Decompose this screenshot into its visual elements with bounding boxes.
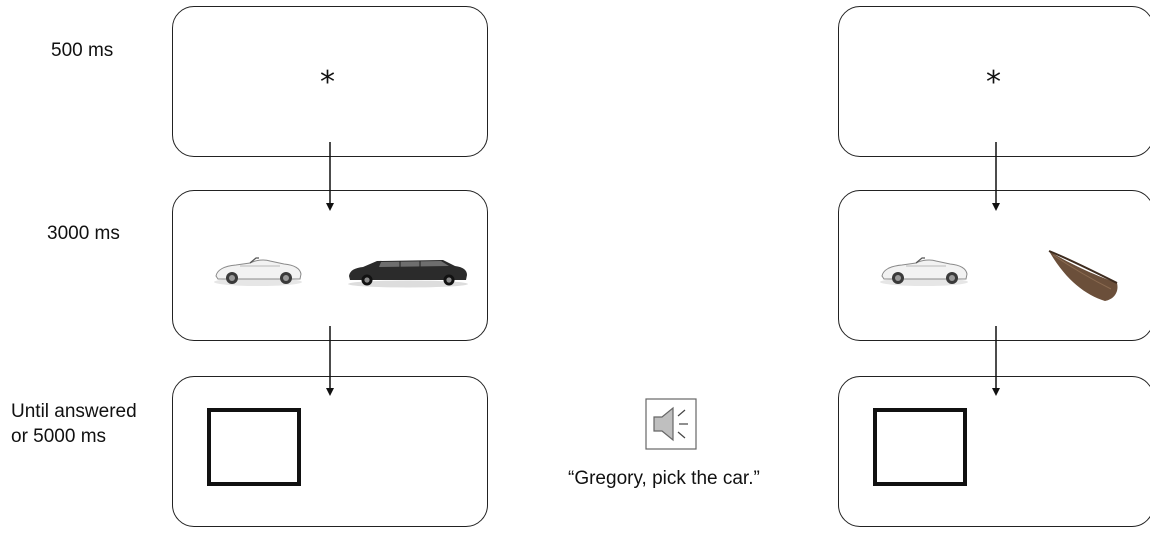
canoe-image bbox=[1048, 250, 1118, 301]
fixation-screen-right bbox=[838, 6, 1150, 157]
audio-prompt-text: “Gregory, pick the car.” bbox=[568, 468, 760, 489]
preview-screen-right bbox=[838, 190, 1150, 341]
fixation-cross-left: * bbox=[320, 65, 335, 100]
limousine-image bbox=[348, 260, 468, 288]
fixation-screen-left bbox=[172, 6, 488, 157]
timing-label-response: Until answered or 5000 ms bbox=[11, 401, 137, 447]
convertible-car-image bbox=[214, 257, 302, 286]
response-box-left bbox=[207, 408, 301, 486]
speaker-icon bbox=[645, 398, 697, 450]
response-box-right bbox=[873, 408, 967, 486]
convertible-car-image-right bbox=[880, 257, 968, 286]
timing-label-fixation: 500 ms bbox=[51, 40, 114, 61]
timing-label-preview: 3000 ms bbox=[47, 223, 120, 244]
fixation-cross-right: * bbox=[986, 65, 1001, 100]
